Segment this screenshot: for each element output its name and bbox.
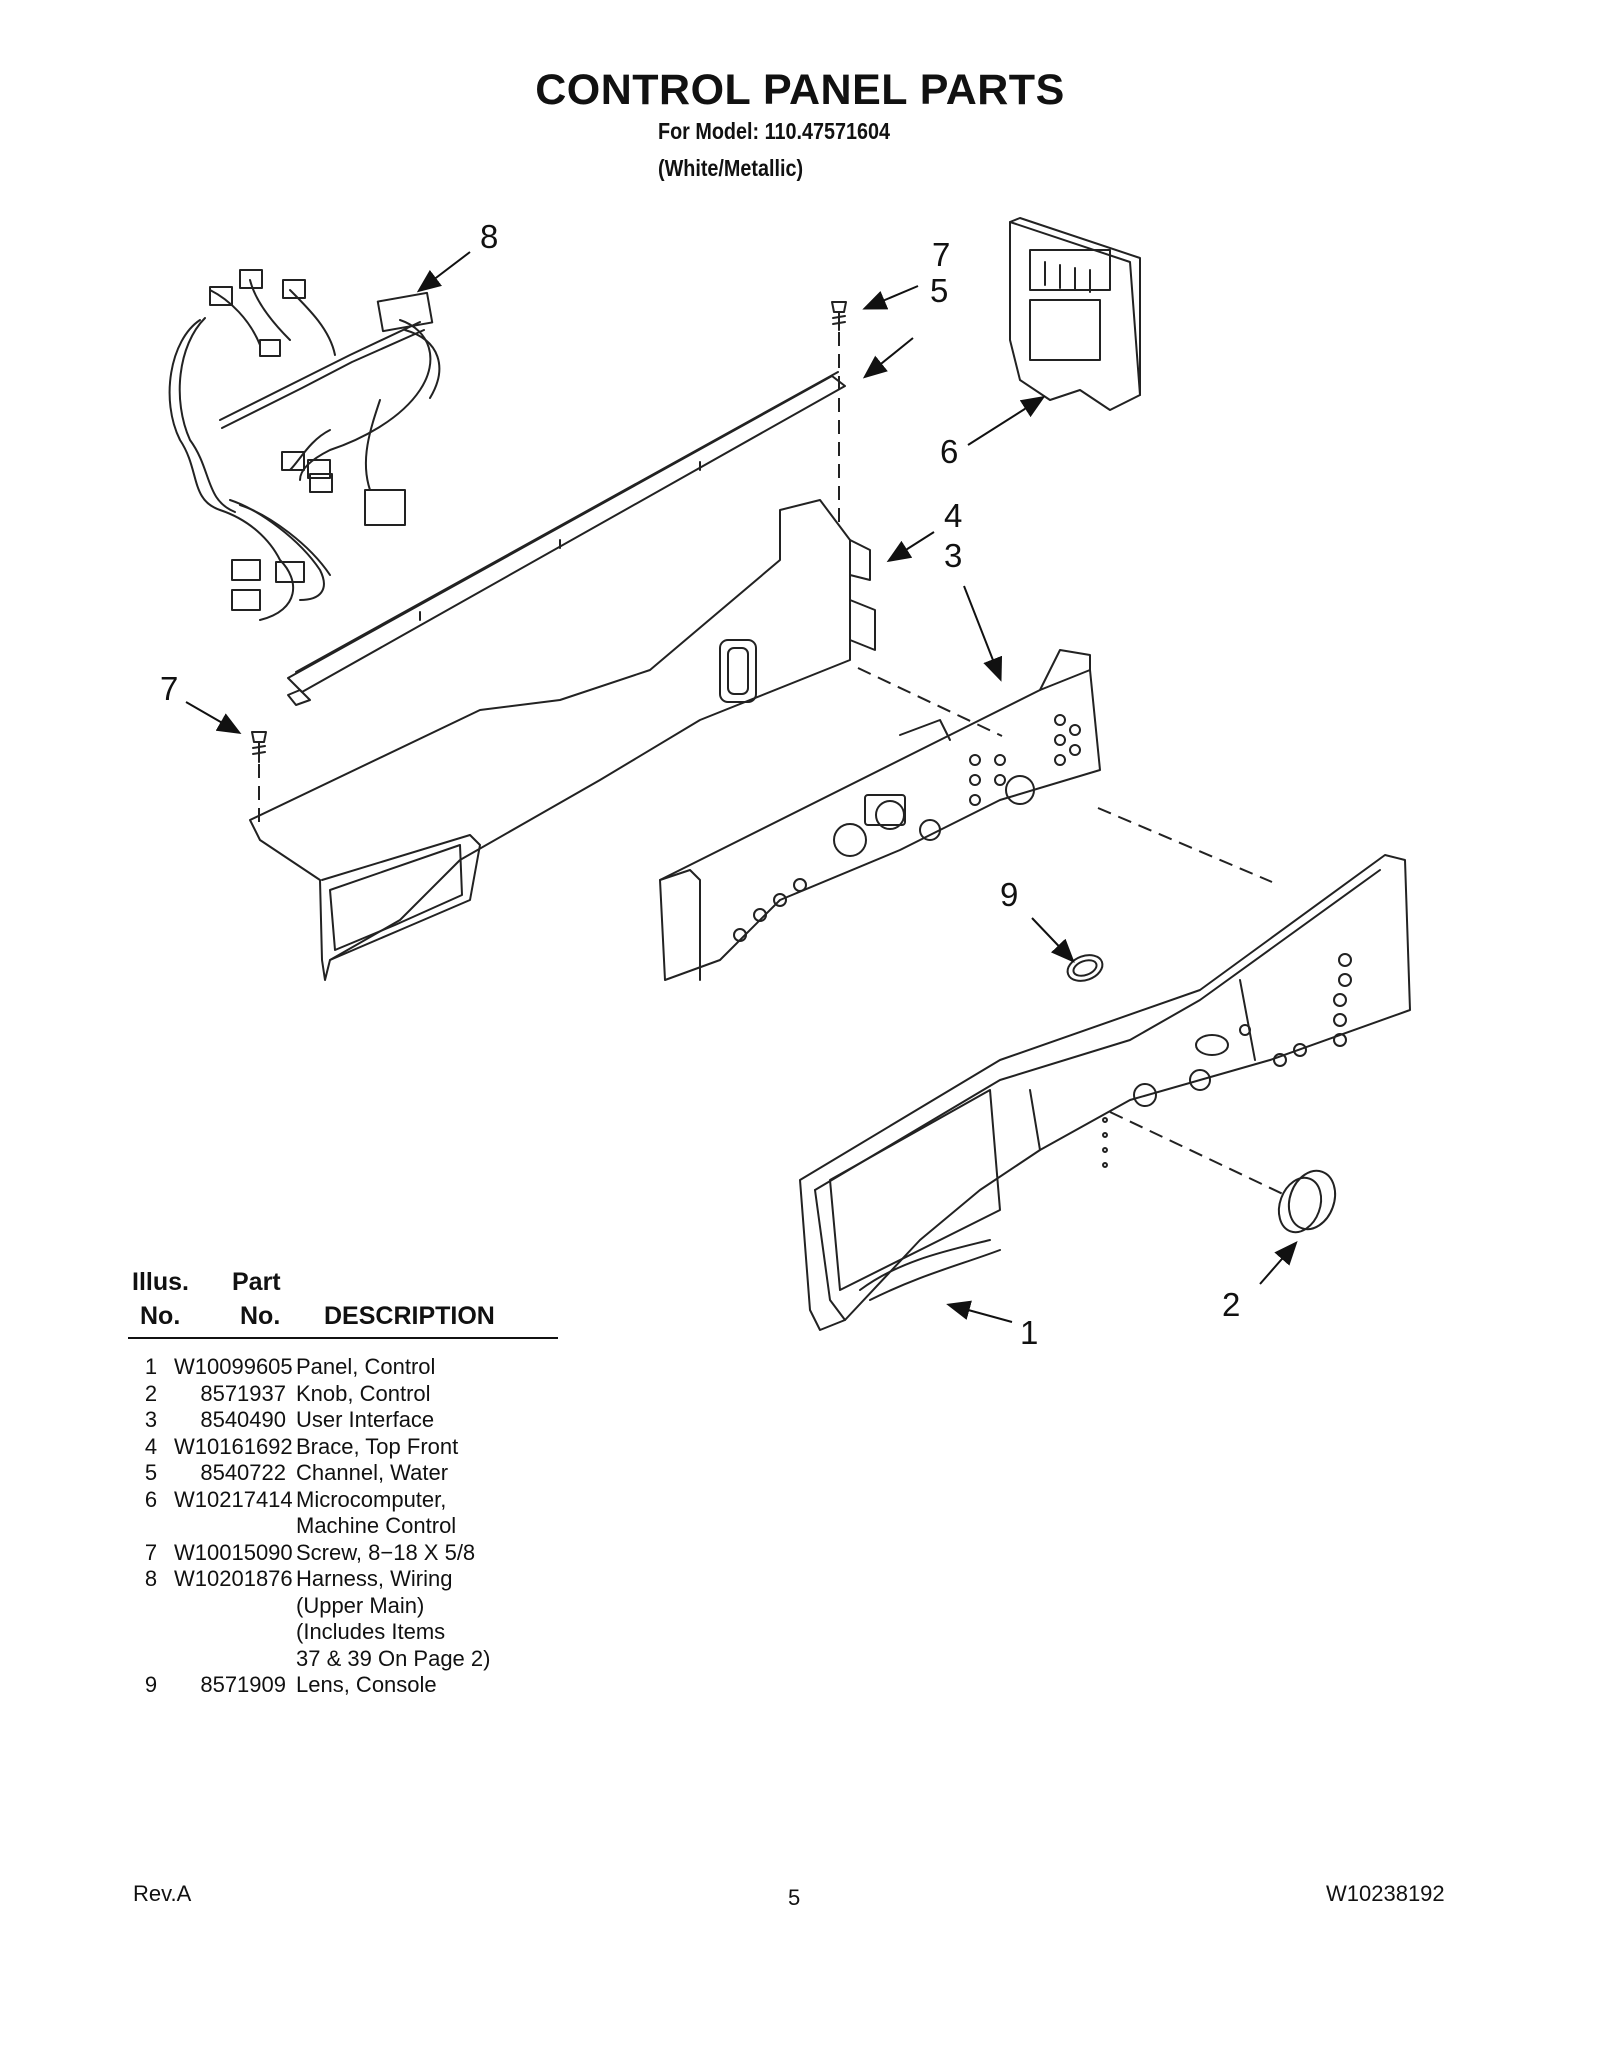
header-description: DESCRIPTION <box>324 1302 495 1330</box>
callout-2: 2 <box>1222 1286 1240 1323</box>
control-knob-part <box>1277 1169 1337 1234</box>
header-rule <box>128 1337 558 1339</box>
control-panel-part <box>799 854 1411 1331</box>
header-part-line1: Part <box>232 1268 281 1296</box>
console-lens-part <box>1066 954 1104 982</box>
document-number: W10238192 <box>1326 1881 1445 1906</box>
finish-line: (White/Metallic) <box>658 155 804 181</box>
callout-4: 4 <box>944 497 962 534</box>
wiring-harness-part <box>168 269 441 621</box>
header-illus-line1: Illus. <box>132 1268 189 1296</box>
callout-5: 5 <box>930 272 948 309</box>
callout-7-upper: 7 <box>932 236 950 273</box>
user-interface-part <box>659 649 1101 981</box>
parts-table-header: Illus. No. Part No. DESCRIPTION <box>128 1268 558 1336</box>
callout-9: 9 <box>1000 876 1018 913</box>
header-part-line2: No. <box>240 1302 281 1330</box>
header-illus-line2: No. <box>140 1302 181 1330</box>
model-line: For Model: 110.47571604 <box>658 118 890 144</box>
page-title: CONTROL PANEL PARTS <box>535 66 1065 114</box>
callout-7-lower: 7 <box>160 670 178 707</box>
microcomputer-part <box>1009 217 1141 411</box>
callout-6: 6 <box>940 433 958 470</box>
callout-1: 1 <box>1020 1314 1038 1351</box>
callout-8: 8 <box>480 218 498 255</box>
water-channel-part <box>287 371 846 706</box>
callout-3: 3 <box>944 537 962 574</box>
screw-lower-part <box>251 731 267 763</box>
top-front-brace-part <box>249 499 876 981</box>
revision-label: Rev.A <box>133 1881 192 1906</box>
screw-upper-part <box>831 301 847 331</box>
page-number: 5 <box>788 1885 801 1910</box>
